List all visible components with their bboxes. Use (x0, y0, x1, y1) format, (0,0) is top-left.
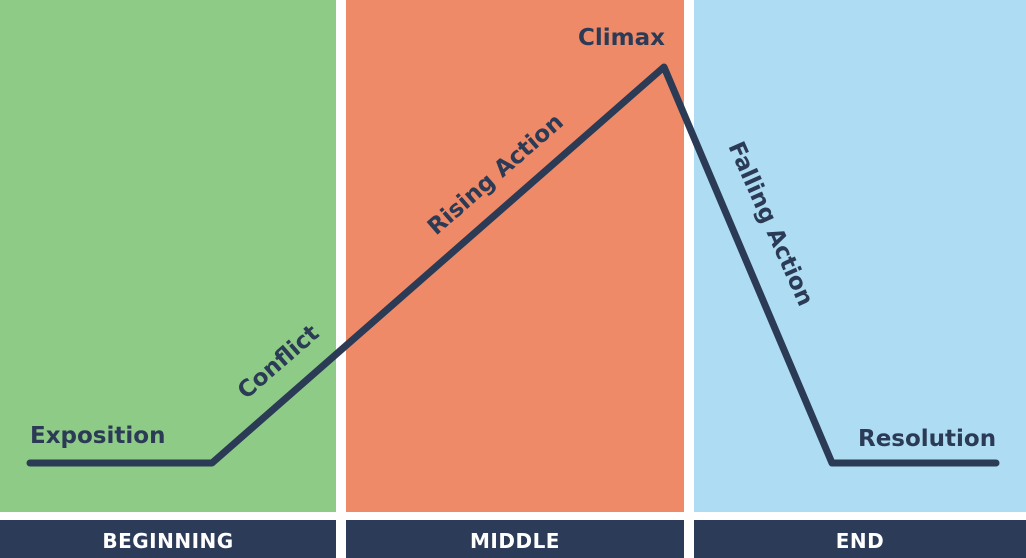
plot-line (26, 63, 1000, 467)
exposition-label: Exposition (30, 423, 165, 449)
resolution-label: Resolution (858, 426, 996, 452)
middle-footer (346, 520, 684, 558)
beginning-panel (0, 0, 336, 512)
beginning-footer (0, 520, 336, 558)
middle-panel (346, 0, 684, 512)
end-section-label: END (836, 529, 885, 553)
middle-section-label: MIDDLE (470, 529, 560, 553)
end-footer (694, 520, 1026, 558)
beginning-section-label: BEGINNING (102, 529, 233, 553)
climax-label: Climax (578, 25, 665, 51)
end-panel (694, 0, 1026, 512)
